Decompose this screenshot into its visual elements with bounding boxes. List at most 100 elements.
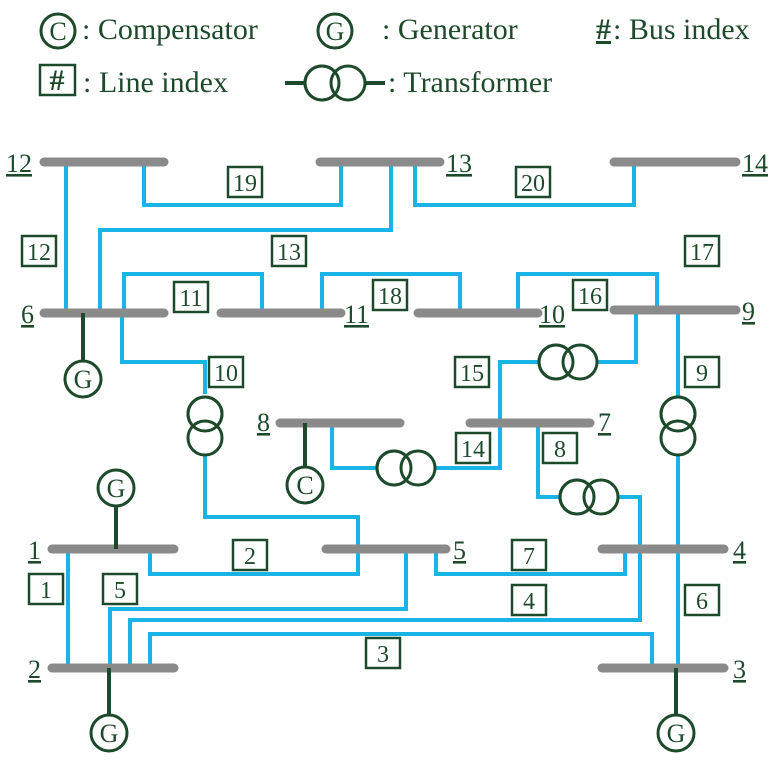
line-index-13: 13	[270, 234, 308, 268]
bus-label-5: 5	[453, 536, 466, 565]
generator-bus-3-label: G	[667, 719, 686, 748]
line-4	[128, 495, 642, 668]
line-index-9: 9	[683, 355, 721, 389]
generators: G G G G C	[63, 313, 696, 753]
line-index-2: 2	[231, 538, 269, 572]
svg-text:1: 1	[40, 578, 52, 604]
line-index-boxes: 1 2 3 4 5 6 7 8 9 10 11 12 13 14 15 16 1…	[20, 165, 721, 670]
bus-label-2: 2	[28, 655, 41, 684]
line-14-left	[330, 423, 377, 470]
svg-text:12: 12	[27, 240, 51, 266]
bus-label-8: 8	[257, 408, 270, 437]
generator-legend-icon	[316, 12, 354, 50]
generator-legend-label: : Generator	[382, 13, 518, 46]
legend: C : Compensator G : Generator # : Bus in…	[38, 12, 750, 102]
line-7	[434, 549, 627, 576]
generator-bus-6-label: G	[74, 365, 93, 394]
svg-text:3: 3	[377, 642, 389, 668]
bus-label-13: 13	[446, 149, 472, 178]
line-index-7: 7	[510, 538, 548, 572]
line-3	[148, 632, 654, 668]
line-index-8: 8	[541, 431, 579, 465]
line-index-15: 15	[453, 355, 491, 389]
svg-text:15: 15	[460, 361, 484, 387]
generator-bus-1-icon	[96, 468, 136, 508]
line-index-1: 1	[27, 572, 65, 606]
svg-text:19: 19	[233, 171, 257, 197]
svg-text:16: 16	[578, 284, 602, 310]
line-8	[536, 423, 560, 499]
bus-bars	[39, 157, 741, 673]
line-19	[142, 162, 343, 207]
line-index-17: 17	[683, 234, 721, 268]
svg-text:5: 5	[114, 578, 126, 604]
line-index-legend-label: : Line index	[83, 66, 228, 99]
line-index-14: 14	[454, 431, 492, 465]
line-index-3: 3	[364, 636, 402, 670]
line-index-legend-icon	[38, 63, 77, 97]
line-16	[516, 272, 659, 313]
line-10	[120, 313, 207, 394]
compensator-bus-8-icon	[285, 465, 325, 505]
line-index-11: 11	[172, 280, 210, 314]
bus-label-10: 10	[539, 300, 565, 329]
svg-text:20: 20	[521, 171, 545, 197]
transformer-line-9-icon	[659, 395, 697, 457]
line-15-right	[598, 310, 638, 364]
line-11	[122, 272, 264, 313]
line-index-5: 5	[101, 572, 139, 606]
bus-label-3: 3	[733, 655, 746, 684]
line-13	[98, 162, 393, 313]
bus-labels: 1 2 3 4 5 6 7 8 9 10 11 12 13 14	[6, 149, 768, 684]
svg-text:2: 2	[244, 544, 256, 570]
svg-text:7: 7	[523, 544, 535, 570]
svg-text:9: 9	[696, 361, 708, 387]
line-index-10: 10	[207, 355, 245, 389]
transformers	[186, 343, 697, 516]
transformer-line-14-icon	[375, 449, 437, 487]
svg-text:8: 8	[554, 437, 566, 463]
bus-label-14: 14	[742, 149, 768, 178]
bus-label-9: 9	[742, 297, 755, 326]
generator-bus-6-icon	[63, 359, 103, 399]
line-index-6: 6	[683, 583, 721, 617]
transformer-legend-label: : Transformer	[388, 66, 552, 99]
line-index-12: 12	[20, 234, 58, 268]
line-index-18: 18	[371, 278, 409, 312]
line-15-left	[498, 360, 539, 423]
svg-text:14: 14	[461, 437, 485, 463]
bus-label-4: 4	[733, 536, 746, 565]
line-14-right	[435, 423, 502, 470]
compensator-legend-symbol: C	[49, 17, 66, 46]
svg-text:11: 11	[179, 286, 202, 312]
bus-label-7: 7	[598, 408, 611, 437]
bus-label-1: 1	[28, 536, 41, 565]
line-index-4: 4	[510, 583, 548, 617]
svg-text:17: 17	[690, 240, 714, 266]
line-20	[413, 162, 636, 207]
svg-text:13: 13	[277, 240, 301, 266]
generator-bus-3-icon	[656, 713, 696, 753]
bus-index-legend-label: : Bus index	[613, 13, 750, 46]
svg-text:18: 18	[378, 284, 402, 310]
compensator-legend-label: : Compensator	[82, 13, 258, 46]
line-18	[320, 272, 462, 313]
transformer-legend-icon	[285, 64, 385, 102]
generator-bus-2-icon	[89, 713, 129, 753]
compensator-legend-icon	[39, 12, 77, 50]
line-index-19: 19	[226, 165, 264, 199]
bus-label-6: 6	[21, 300, 34, 329]
transformer-line-10-icon	[186, 395, 224, 457]
compensator-bus-8-label: C	[296, 471, 313, 500]
transformer-line-15-icon	[537, 343, 599, 381]
transmission-lines	[64, 162, 680, 668]
svg-text:4: 4	[523, 589, 535, 615]
line-index-legend-symbol: #	[50, 64, 65, 97]
bus-label-11: 11	[344, 300, 369, 329]
transformer-line-8-icon	[558, 478, 620, 516]
line-index-16: 16	[571, 278, 609, 312]
generator-legend-symbol: G	[326, 17, 345, 46]
generator-bus-2-label: G	[100, 719, 119, 748]
svg-text:6: 6	[696, 589, 708, 615]
